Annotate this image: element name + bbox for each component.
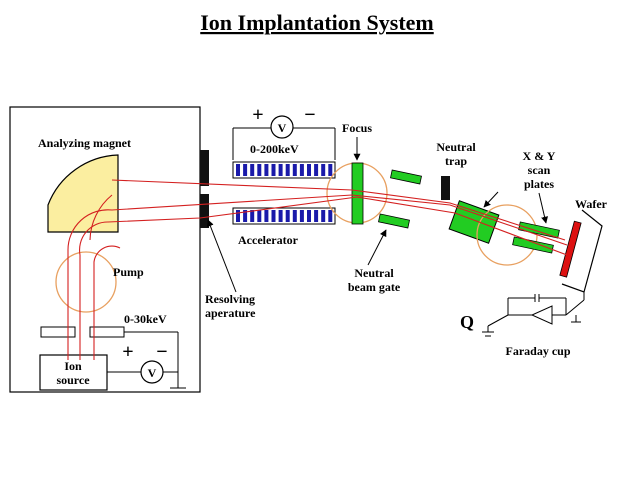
voltage-high-label: 0-200keV bbox=[250, 142, 299, 156]
aperture-lower-plate bbox=[200, 194, 209, 228]
analyzing-magnet-label: Analyzing magnet bbox=[38, 136, 131, 150]
plus-sign-high: + bbox=[252, 104, 263, 126]
pump-label: Pump bbox=[113, 265, 144, 279]
voltage-low-label: 0-30keV bbox=[124, 312, 167, 326]
accelerator-lower-plate bbox=[285, 210, 290, 222]
accelerator-upper-plate bbox=[257, 164, 262, 176]
plus-sign-low: + bbox=[122, 341, 133, 363]
ion-source-label-2: source bbox=[56, 373, 90, 387]
wafer-label: Wafer bbox=[575, 197, 608, 211]
accelerator-upper-plate bbox=[314, 164, 319, 176]
accelerator-upper-plate bbox=[307, 164, 311, 176]
accelerator-lower-plate bbox=[243, 210, 248, 222]
accelerator-upper-plate bbox=[328, 164, 333, 176]
neutral-trap-label-1: Neutral bbox=[436, 140, 476, 154]
accelerator-upper-plate bbox=[264, 164, 269, 176]
accelerator-upper-plate bbox=[278, 164, 283, 176]
accelerator-lower-plate bbox=[307, 210, 311, 222]
ion-source-label-1: Ion bbox=[64, 359, 82, 373]
minus-sign-high: − bbox=[304, 104, 315, 126]
accelerator-lower-plate bbox=[271, 210, 276, 222]
aperture-upper-plate bbox=[200, 150, 209, 186]
minus-sign-low: − bbox=[156, 341, 167, 363]
source-enclosure bbox=[9, 106, 201, 393]
accelerator-upper-plate bbox=[243, 164, 248, 176]
accelerator-lower-frame bbox=[232, 207, 336, 225]
accelerator-upper-plate bbox=[292, 164, 297, 176]
analyzing-magnet bbox=[47, 154, 119, 233]
deflector-box bbox=[448, 200, 500, 244]
neutral-trap-block bbox=[441, 176, 450, 200]
wafer-holder bbox=[561, 209, 603, 293]
accelerator-upper-plate bbox=[285, 164, 290, 176]
focus-lens-plate bbox=[351, 162, 364, 225]
neutral-gate-upper-plate bbox=[390, 169, 422, 185]
accelerator-upper-plate bbox=[250, 164, 255, 176]
accelerator-lower-plate bbox=[321, 210, 326, 222]
accelerator-lower-plate bbox=[250, 210, 255, 222]
wafer bbox=[559, 220, 582, 278]
scan-label-1: X & Y bbox=[523, 149, 556, 163]
voltmeter-high-label: V bbox=[278, 121, 287, 135]
aperture-pointer bbox=[207, 219, 237, 293]
accelerator-lower-plate bbox=[314, 210, 319, 222]
scan-label-3: plates bbox=[524, 177, 554, 191]
accelerator-lower-plate bbox=[257, 210, 262, 222]
accelerator-lower-plate bbox=[328, 210, 333, 222]
trap-pointer bbox=[483, 191, 499, 208]
extraction-electrode-right bbox=[89, 326, 125, 338]
faraday-amplifier bbox=[530, 305, 553, 325]
neutral-gate-label-2: beam gate bbox=[348, 280, 401, 294]
accelerator-lower-stack bbox=[232, 207, 336, 225]
ion-beam-paths bbox=[67, 179, 568, 360]
accelerator-label: Accelerator bbox=[238, 233, 299, 247]
ion-source-box bbox=[39, 354, 108, 391]
neutral-gate-lower-plate bbox=[378, 213, 410, 229]
accelerator-lower-plate bbox=[292, 210, 297, 222]
focus-label: Focus bbox=[342, 121, 372, 135]
neutral-gate-label-1: Neutral bbox=[354, 266, 394, 280]
voltmeter-high bbox=[270, 115, 294, 139]
accelerator-lower-plate bbox=[278, 210, 283, 222]
charge-label: Q bbox=[460, 312, 474, 332]
resolving-label-1: Resolving bbox=[205, 292, 255, 306]
low-voltage-circuit bbox=[107, 331, 186, 393]
neutral-trap-label-2: trap bbox=[445, 154, 467, 168]
accelerator-upper-plate bbox=[271, 164, 276, 176]
scan-pointer bbox=[538, 192, 548, 224]
faraday-circuit bbox=[482, 292, 585, 337]
voltmeter-low bbox=[140, 360, 164, 384]
accelerator-upper-frame bbox=[232, 161, 336, 179]
voltmeter-low-label: V bbox=[148, 366, 157, 380]
pump-circle bbox=[55, 251, 117, 313]
neutral-gate-pointer bbox=[367, 229, 387, 266]
accelerator-lower-plate bbox=[299, 210, 304, 222]
accelerator-upper-plate bbox=[321, 164, 326, 176]
faraday-cup-label: Faraday cup bbox=[505, 344, 570, 358]
accelerator-upper-stack bbox=[232, 161, 336, 179]
diagram-title: Ion Implantation System bbox=[200, 10, 433, 35]
accelerator-lower-plate bbox=[236, 210, 240, 222]
accelerator-upper-plate bbox=[299, 164, 304, 176]
extraction-electrode-left bbox=[40, 326, 76, 338]
accelerator-upper-plate bbox=[236, 164, 240, 176]
accelerator-lower-plate bbox=[264, 210, 269, 222]
scan-label-2: scan bbox=[528, 163, 551, 177]
high-voltage-circuit bbox=[232, 127, 336, 160]
resolving-label-2: aperature bbox=[205, 306, 256, 320]
